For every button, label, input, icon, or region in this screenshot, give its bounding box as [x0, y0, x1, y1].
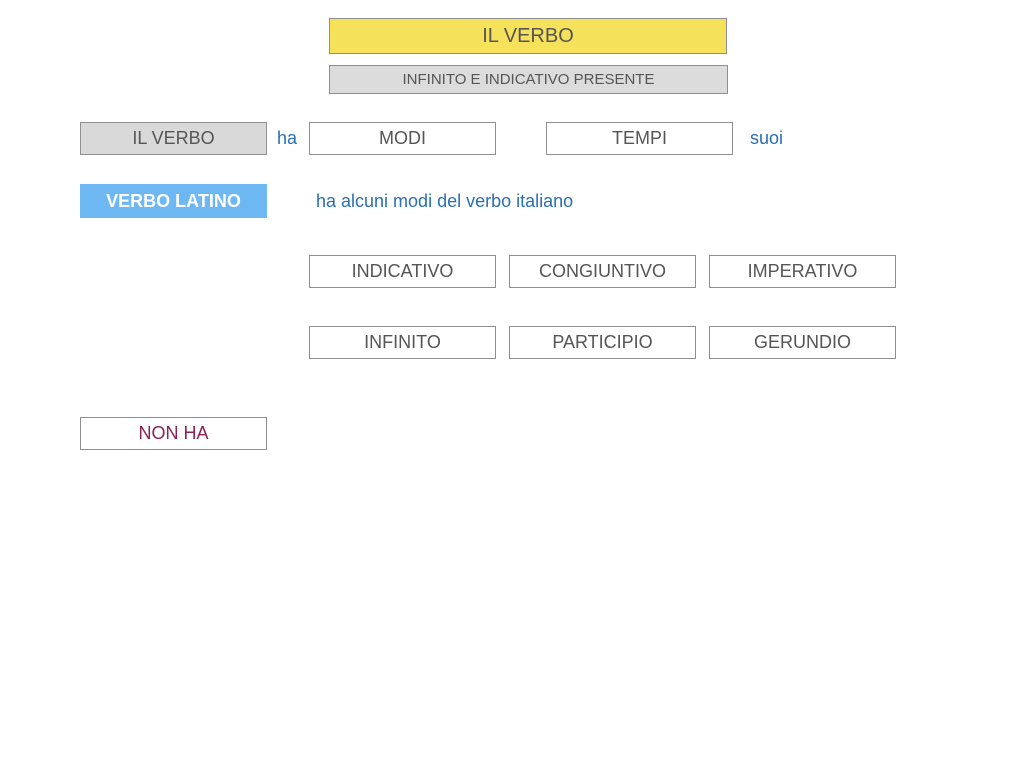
slide-title: IL VERBO: [329, 18, 727, 54]
modi-box: MODI: [309, 122, 496, 155]
latin-verb-statement: ha alcuni modi del verbo italiano: [316, 191, 574, 211]
mood-imperativo: IMPERATIVO: [709, 255, 896, 288]
tempi-box: TEMPI: [546, 122, 733, 155]
mood-infinito: INFINITO: [309, 326, 496, 359]
mood-indicativo: INDICATIVO: [309, 255, 496, 288]
mood-participio: PARTICIPIO: [509, 326, 696, 359]
mood-gerundio: GERUNDIO: [709, 326, 896, 359]
il-verbo-box: IL VERBO: [80, 122, 267, 155]
connector-suoi: suoi: [750, 128, 784, 148]
non-ha-box: NON HA: [80, 417, 267, 450]
connector-ha: ha: [277, 128, 298, 148]
verbo-latino-box: VERBO LATINO: [80, 184, 267, 218]
slide-subtitle: INFINITO E INDICATIVO PRESENTE: [329, 65, 728, 94]
mood-congiuntivo: CONGIUNTIVO: [509, 255, 696, 288]
